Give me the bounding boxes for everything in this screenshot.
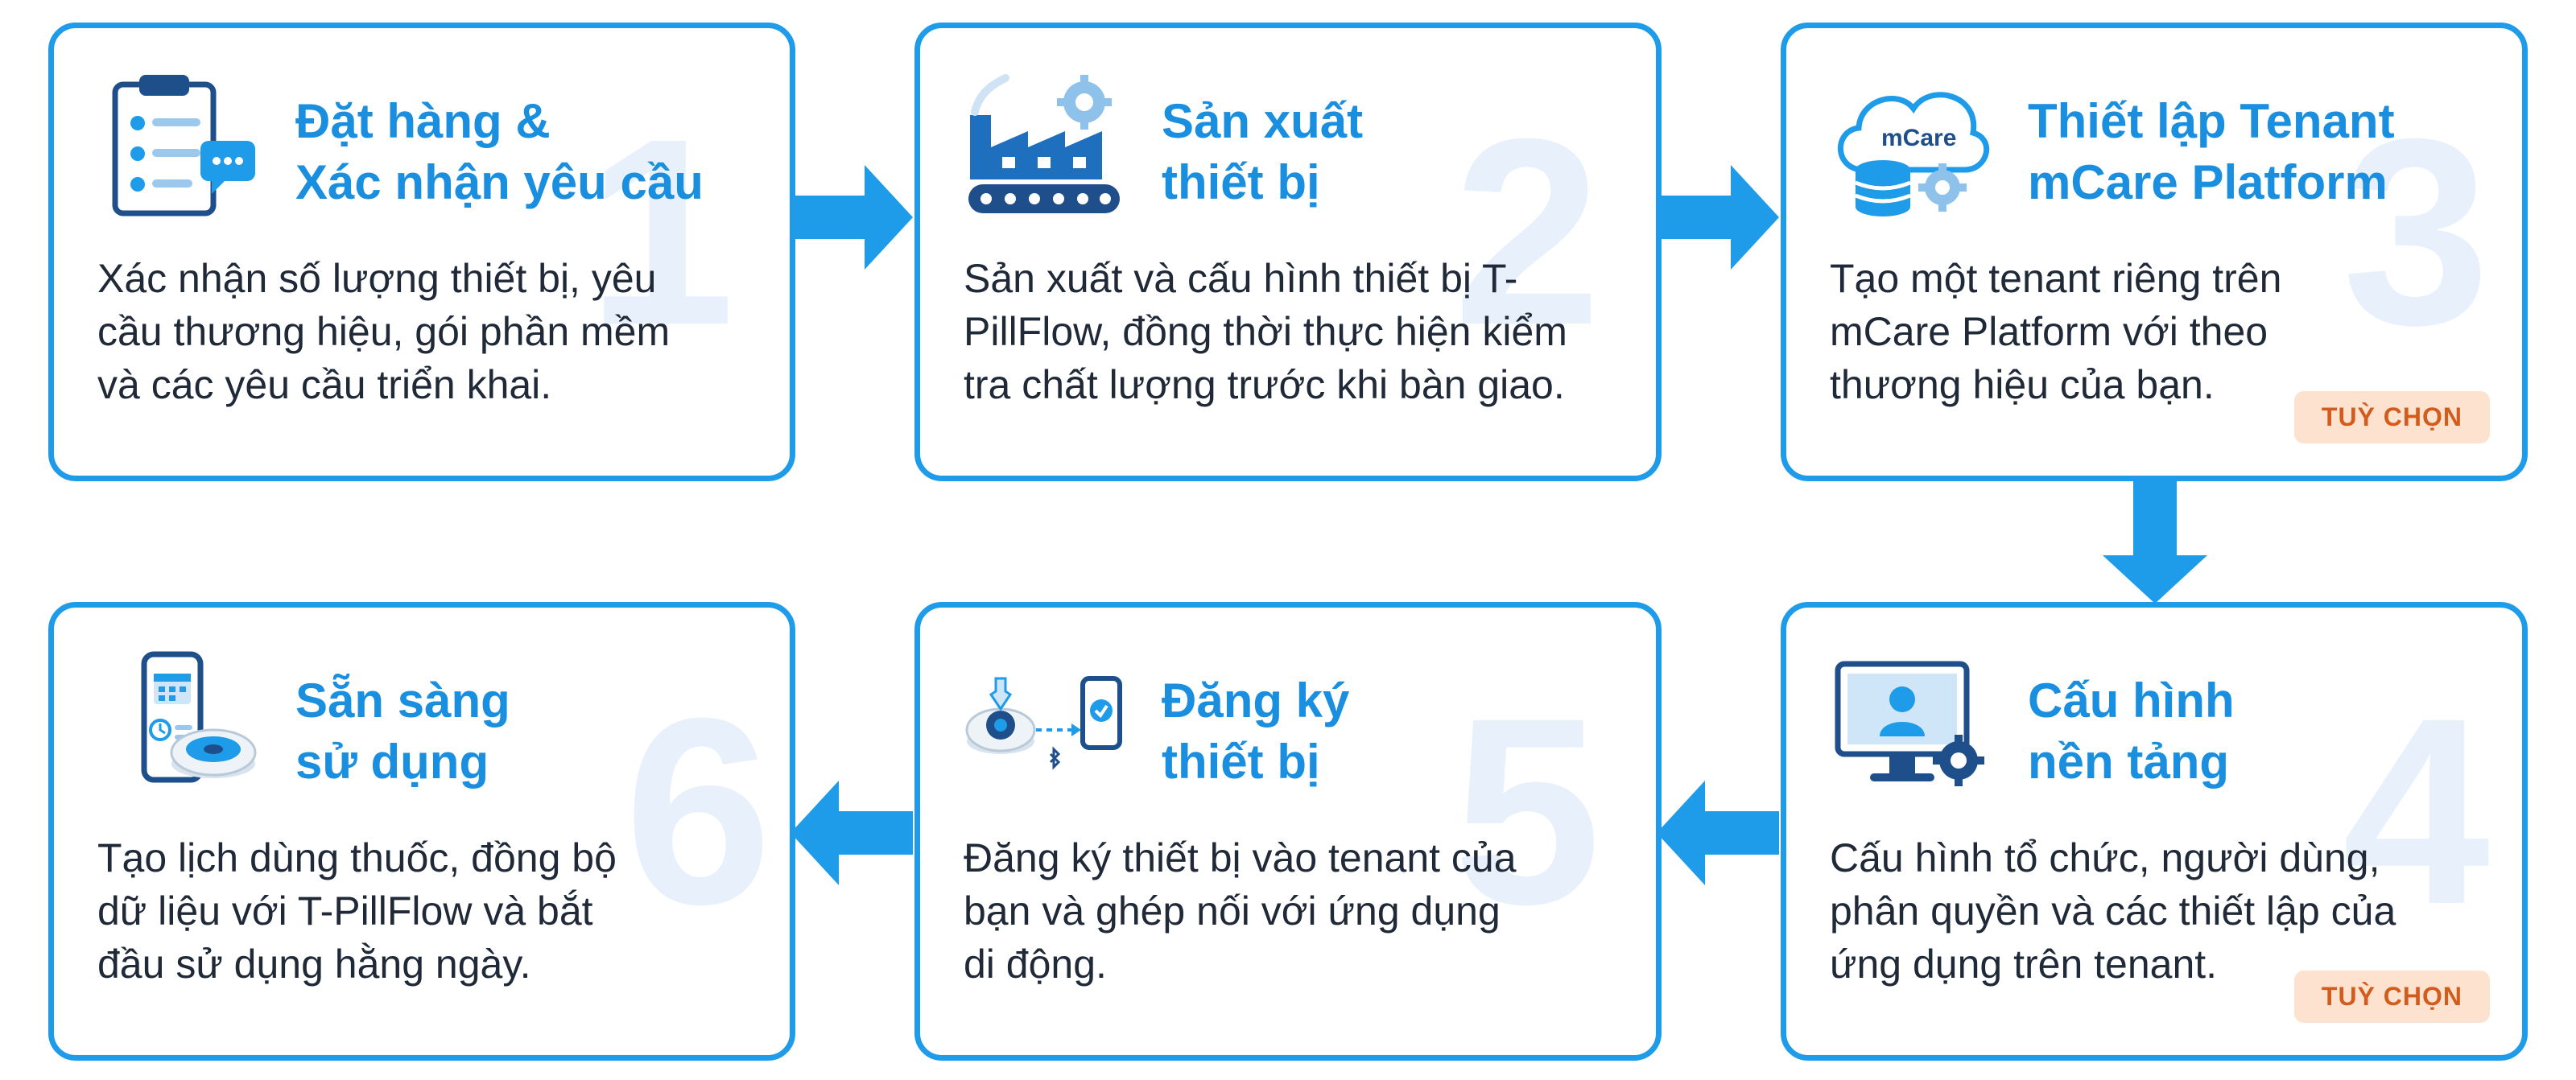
- step-title: Đặt hàng &Xác nhận yêu cầu: [295, 94, 704, 209]
- optional-badge: TUỲ CHỌN: [2293, 971, 2490, 1023]
- arrow-step1-to-step2: [791, 165, 913, 270]
- clipboard-checklist-icon: [112, 75, 255, 216]
- step-number: 2: [1453, 83, 1601, 380]
- step-description: Sản xuất và cấu hình thiết bị T-PillFlow…: [964, 256, 1567, 407]
- step-description: Cấu hình tổ chức, người dùng,phân quyền …: [1830, 835, 2396, 987]
- mcare-label: mCare: [1881, 125, 1956, 151]
- phone-calendar-device-icon: [141, 651, 257, 783]
- step-number: 4: [2342, 662, 2490, 959]
- step-number: 6: [624, 662, 772, 959]
- arrow-step3-to-step4: [2103, 481, 2207, 604]
- cloud-database-icon: mCare: [1837, 92, 1990, 216]
- arrow-step2-to-step3: [1657, 165, 1779, 270]
- step-number: 3: [2342, 83, 2490, 380]
- monitor-settings-icon: [1835, 661, 1984, 786]
- optional-badge: TUỲ CHỌN: [2293, 391, 2490, 443]
- factory-icon: [968, 74, 1120, 213]
- step-card-1: 1 Đặt hàng &Xác nhận yêu cầu Xác nhận số…: [48, 23, 795, 481]
- arrow-step5-to-step6: [791, 781, 913, 885]
- device-pairing-icon: [965, 676, 1122, 770]
- arrow-step4-to-step5: [1657, 781, 1779, 885]
- step-number: 5: [1453, 662, 1601, 959]
- step-number: 1: [587, 83, 735, 380]
